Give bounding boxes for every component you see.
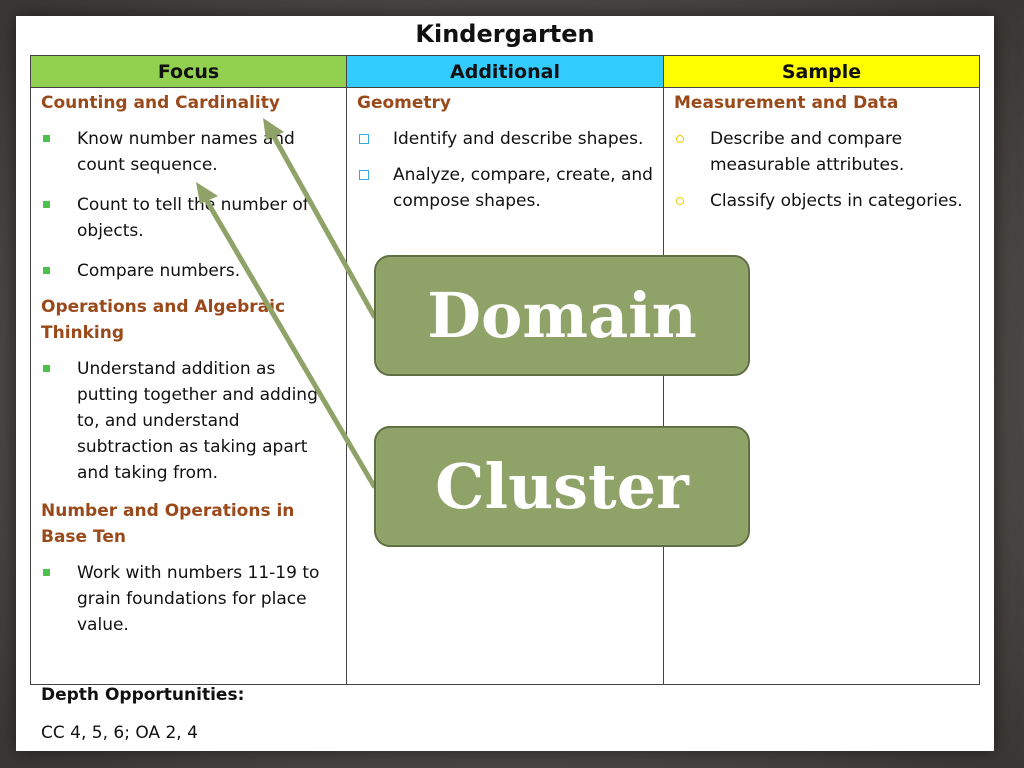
- domain-heading: Operations and Algebraic Thinking: [41, 297, 286, 343]
- additional-header: Additional: [346, 55, 664, 88]
- focus-header: Focus: [30, 55, 347, 88]
- page-title: Kindergarten: [415, 20, 595, 48]
- cluster-callout: Cluster: [374, 426, 750, 547]
- blue-hollow-square-bullet-icon: [359, 170, 369, 180]
- list-item: Compare numbers.: [41, 258, 338, 284]
- cluster-text: Work with numbers 11-19 to grain foundat…: [77, 563, 320, 635]
- cluster-text: Identify and describe shapes.: [393, 129, 644, 149]
- list-item: Classify objects in categories.: [674, 188, 971, 214]
- cluster-text: Analyze, compare, create, and compose sh…: [393, 165, 653, 211]
- green-square-bullet-icon: [43, 135, 50, 142]
- domain-heading: Number and Operations in Base Ten: [41, 501, 295, 547]
- cluster-text: Understand addition as putting together …: [77, 359, 318, 483]
- table-header-row: Focus Additional Sample: [30, 55, 980, 88]
- list-item: Work with numbers 11-19 to grain foundat…: [41, 560, 338, 638]
- green-square-bullet-icon: [43, 201, 50, 208]
- domain-heading: Geometry: [357, 93, 451, 113]
- list-item: Count to tell the number of objects.: [41, 192, 338, 244]
- sample-column: Measurement and Data Describe and compar…: [663, 87, 980, 685]
- additional-column: Geometry Identify and describe shapes. A…: [346, 87, 664, 685]
- yellow-circle-bullet-icon: [676, 135, 684, 143]
- domain-heading: Measurement and Data: [674, 93, 899, 113]
- green-square-bullet-icon: [43, 267, 50, 274]
- slide: Kindergarten Focus Additional Sample Cou…: [16, 16, 994, 751]
- blue-hollow-square-bullet-icon: [359, 134, 369, 144]
- list-item: Identify and describe shapes.: [357, 126, 655, 152]
- cluster-text: Count to tell the number of objects.: [77, 195, 309, 241]
- cluster-text: Classify objects in categories.: [710, 191, 963, 211]
- sample-header: Sample: [663, 55, 980, 88]
- depth-opportunities: Depth Opportunities: CC 4, 5, 6; OA 2, 4: [41, 682, 244, 746]
- depth-title: Depth Opportunities:: [41, 685, 245, 705]
- cluster-text: Describe and compare measurable attribut…: [710, 129, 905, 175]
- list-item: Know number names and count sequence.: [41, 126, 338, 178]
- yellow-circle-bullet-icon: [676, 197, 684, 205]
- list-item: Describe and compare measurable attribut…: [674, 126, 971, 178]
- focus-column: Counting and Cardinality Know number nam…: [30, 87, 347, 685]
- list-item: Analyze, compare, create, and compose sh…: [357, 162, 655, 214]
- domain-heading: Counting and Cardinality: [41, 93, 280, 113]
- list-item: Understand addition as putting together …: [41, 356, 338, 486]
- green-square-bullet-icon: [43, 569, 50, 576]
- domain-callout: Domain: [374, 255, 750, 376]
- green-square-bullet-icon: [43, 365, 50, 372]
- depth-codes: CC 4, 5, 6; OA 2, 4: [41, 723, 198, 743]
- cluster-text: Compare numbers.: [77, 261, 241, 281]
- cluster-text: Know number names and count sequence.: [77, 129, 295, 175]
- table-body-row: Counting and Cardinality Know number nam…: [30, 87, 980, 685]
